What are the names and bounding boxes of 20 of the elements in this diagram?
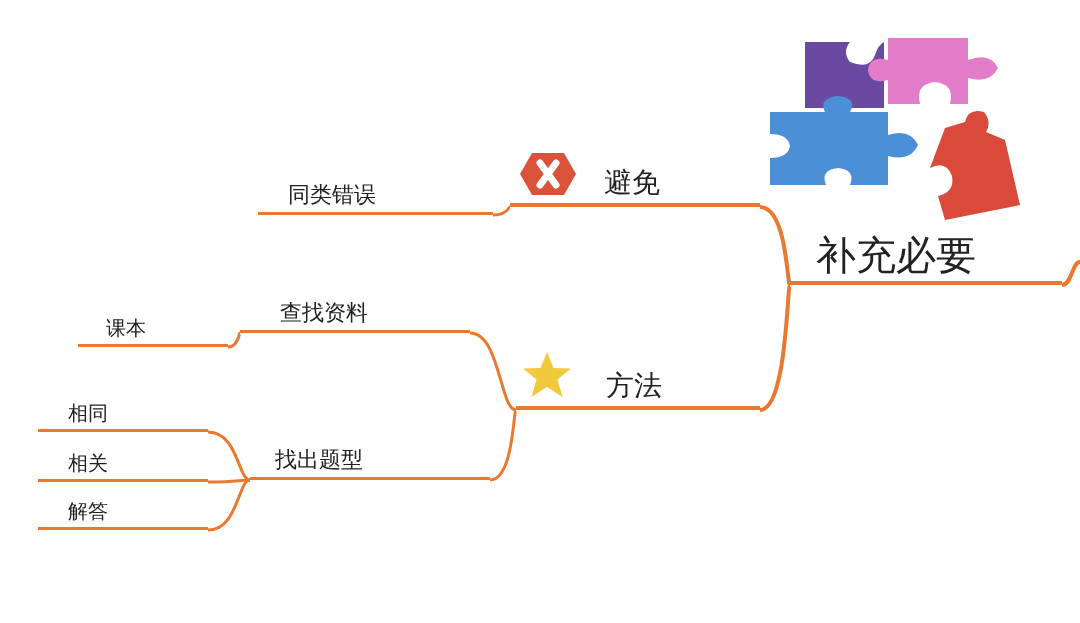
topic-text: 方法	[606, 372, 662, 400]
topic-text: 相同	[68, 403, 108, 423]
branch-line	[207, 430, 251, 482]
topic-text: 查找资料	[280, 302, 368, 324]
topic-text: 相关	[68, 453, 108, 473]
branch-line	[469, 331, 517, 412]
topic-text: 同类错误	[288, 184, 376, 206]
topic-text: 解答	[68, 501, 108, 521]
topic-text: 找出题型	[275, 449, 363, 471]
branch-line	[207, 478, 251, 532]
topic-text: 课本	[106, 318, 146, 338]
branch-line	[227, 332, 242, 349]
branch-line	[492, 206, 512, 217]
topic-node	[516, 352, 760, 410]
topic-text: 补充必要	[816, 235, 976, 275]
branch-line	[759, 284, 792, 412]
branch-line	[1061, 260, 1080, 287]
topic-text: 避免	[604, 169, 660, 197]
branch-line	[489, 409, 518, 482]
branch-line	[759, 205, 792, 286]
